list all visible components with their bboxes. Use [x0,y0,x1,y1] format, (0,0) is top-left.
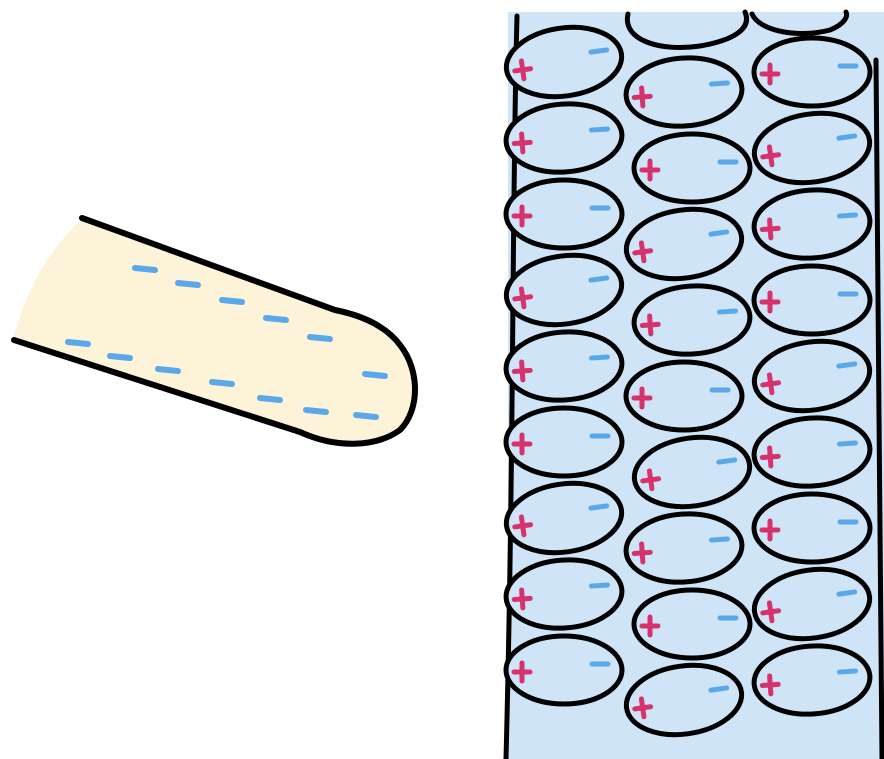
negative-charge [712,539,728,540]
molecule [506,180,622,248]
negative-charge [178,283,198,285]
negative-charge [591,50,607,52]
molecule [754,494,870,562]
negative-charge [135,268,155,270]
negative-charge [840,215,856,216]
negative-charge [591,506,607,508]
negative-charge [711,232,727,234]
negative-charge [592,585,608,586]
negative-charge [356,415,376,417]
molecule [506,636,622,704]
molecule [626,362,742,430]
negative-charge [306,410,326,412]
negative-charge [222,300,242,302]
negative-charge [310,337,330,339]
molecule [754,38,870,106]
molecule [506,408,622,476]
negative-charge [110,356,130,358]
negative-charge [212,382,232,384]
negative-charge [592,129,608,130]
negative-charge [158,369,178,371]
negative-charge [719,460,735,462]
rod-body [14,218,415,445]
molecule [634,590,750,658]
negative-charge [68,342,88,344]
negative-charge [260,398,280,400]
negative-charge [266,318,286,320]
negative-charge [839,592,855,594]
molecule [634,134,750,202]
polarized-material [502,12,884,759]
negative-charge [365,374,385,376]
negative-charge [711,688,727,690]
negative-charge [591,278,607,280]
negative-charge [712,83,728,84]
negative-charge [720,311,736,312]
negative-charge [592,357,608,358]
negative-charge [839,136,855,138]
negative-charge [839,364,855,366]
negative-charge [840,671,856,672]
negative-charge [840,443,856,444]
charged-rod [14,218,415,445]
molecule [754,266,870,334]
